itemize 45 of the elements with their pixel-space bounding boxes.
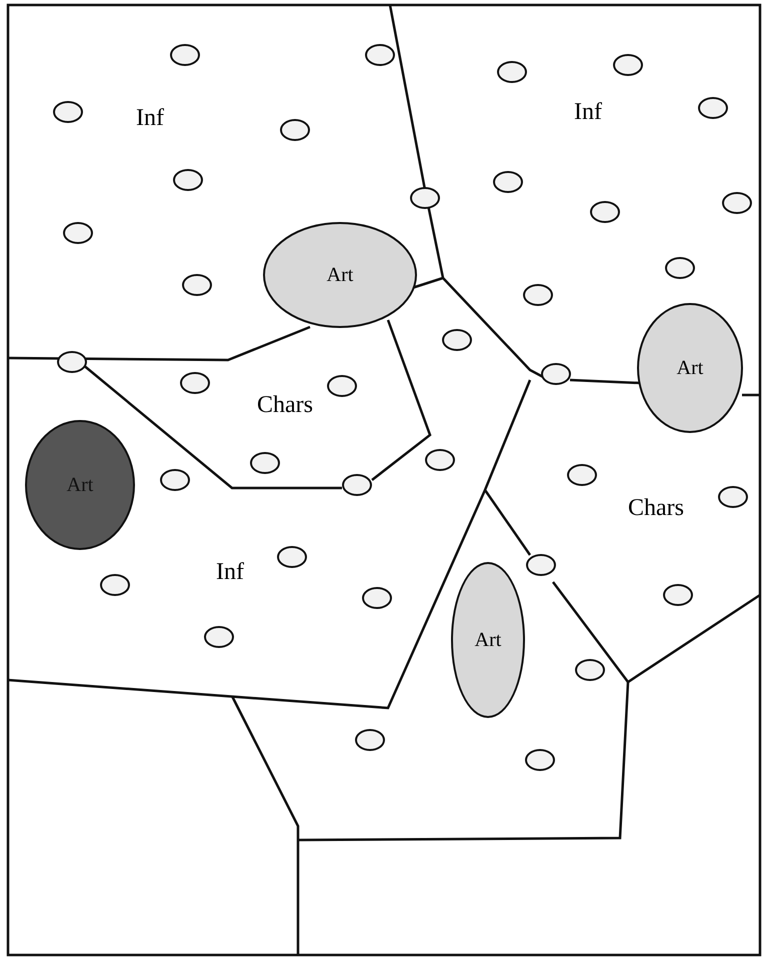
small-circle <box>362 587 392 609</box>
small-circle <box>718 486 748 508</box>
small-circle <box>497 61 527 83</box>
small-circle <box>541 363 571 385</box>
small-circle <box>280 119 310 141</box>
small-circle <box>180 372 210 394</box>
small-circle <box>613 54 643 76</box>
region-label: Inf <box>574 100 602 124</box>
small-circle <box>526 554 556 576</box>
small-circle <box>442 329 472 351</box>
small-circle <box>277 546 307 568</box>
small-circle <box>53 101 83 123</box>
small-circle <box>425 449 455 471</box>
small-circle <box>100 574 130 596</box>
small-circle <box>663 584 693 606</box>
small-circle <box>567 464 597 486</box>
small-circle <box>355 729 385 751</box>
small-circle <box>665 257 695 279</box>
small-circle <box>575 659 605 681</box>
small-circle <box>698 97 728 119</box>
small-circle <box>327 375 357 397</box>
small-circle <box>173 169 203 191</box>
small-circle <box>57 351 87 373</box>
region-label: Chars <box>257 393 313 417</box>
small-circle <box>342 474 372 496</box>
region-label: Inf <box>216 560 244 584</box>
small-circle <box>63 222 93 244</box>
small-circle <box>250 452 280 474</box>
small-circle <box>365 44 395 66</box>
node-label: Art <box>326 265 354 285</box>
small-circle <box>182 274 212 296</box>
small-circle <box>410 187 440 209</box>
region-label: Inf <box>136 106 164 130</box>
small-circle <box>160 469 190 491</box>
node-label: Art <box>474 630 502 650</box>
small-circle <box>170 44 200 66</box>
small-circle <box>523 284 553 306</box>
node-label: Art <box>66 475 94 495</box>
small-circle <box>493 171 523 193</box>
small-circle <box>590 201 620 223</box>
small-circle <box>204 626 234 648</box>
region-label: Chars <box>628 496 684 520</box>
node-label: Art <box>676 358 704 378</box>
small-circle <box>525 749 555 771</box>
small-circle <box>722 192 752 214</box>
